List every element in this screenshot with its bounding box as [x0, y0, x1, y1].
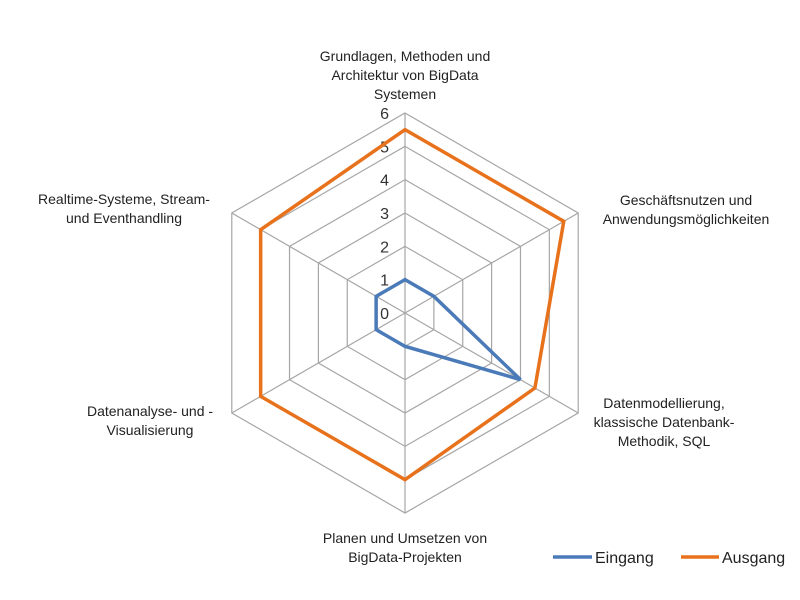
axis-label-line: Anwendungsmöglichkeiten: [603, 211, 770, 227]
legend-label-ausgang: Ausgang: [722, 550, 785, 567]
grid-spoke-2: [404, 312, 579, 414]
axis-label-line: Datenmodellierung,: [603, 395, 724, 411]
radar-grid: [231, 112, 579, 514]
axis-label-line: Realtime-Systeme, Stream-: [38, 191, 210, 207]
axis-label-5: Realtime-Systeme, Stream-und Eventhandli…: [38, 191, 210, 226]
legend: Eingang Ausgang: [553, 550, 785, 567]
axis-label-line: und Eventhandling: [66, 210, 182, 226]
axis-label-line: Methodik, SQL: [618, 433, 711, 449]
radar-tick-labels: 0 1 2 3 4 5 6: [380, 106, 389, 323]
axis-label-2: Datenmodellierung, klassische Datenbank- M…: [594, 395, 735, 449]
axis-label-line: BigData-Projekten: [348, 549, 462, 565]
axis-label-line: Architektur von BigData: [331, 67, 478, 83]
axis-label-line: Datenanalyse- und -: [87, 403, 213, 419]
axis-label-line: Grundlagen, Methoden und: [320, 48, 490, 64]
axis-label-line: Geschäftsnutzen und: [620, 192, 752, 208]
tick-label: 0: [380, 306, 389, 323]
legend-label-eingang: Eingang: [595, 550, 654, 567]
series-line-ausgang: [258, 127, 566, 482]
tick-label: 5: [380, 139, 389, 156]
axis-label-line: klassische Datenbank-: [594, 414, 735, 430]
tick-label: 6: [380, 106, 389, 123]
axis-label-4: Datenanalyse- und - Visualisierung: [87, 403, 213, 438]
axis-label-line: Planen und Umsetzen von: [323, 530, 487, 546]
tick-label: 4: [380, 173, 389, 190]
tick-label: 1: [380, 273, 389, 290]
radar-series: [258, 127, 566, 482]
series-line-eingang: [374, 277, 522, 382]
tick-label: 2: [380, 239, 389, 256]
axis-label-line: Systemen: [374, 86, 436, 102]
tick-label: 3: [380, 206, 389, 223]
axis-label-line: Visualisierung: [107, 422, 194, 438]
